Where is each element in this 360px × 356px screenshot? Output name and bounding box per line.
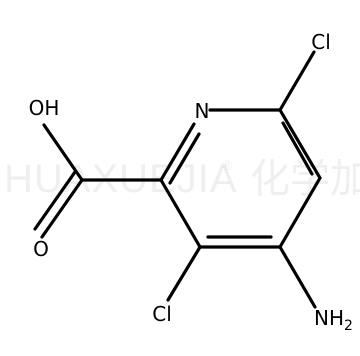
bond-c3-cl [166,245,202,302]
watermark-registered: ® [222,157,233,173]
bonds [33,50,322,309]
bond-c6-cl [278,50,316,112]
bond-c6-c5-inner [281,121,314,176]
bond-c5-c4 [278,176,322,249]
bond-c4-nh2 [278,245,317,309]
atom-nh2-subscript: 2 [344,318,353,334]
bond-c2-n-inner [168,132,201,185]
bond-c2-n [159,122,196,182]
atom-cl-top-label: Cl [311,30,331,54]
bond-c-oh [42,123,84,182]
atom-nh2-base: NH [314,306,344,330]
bond-c-o-double-1 [40,178,84,239]
atom-oh-label: OH [29,96,60,120]
bond-c3-c2 [159,178,202,249]
atom-nh2-label: NH2 [314,306,353,334]
atom-cl-bottom-label: Cl [152,302,172,326]
atom-o-label: O [33,237,49,261]
bond-c6-c5 [278,108,322,180]
atom-labels: OH O N Cl Cl NH2 [29,30,353,334]
atom-n-label: N [195,99,210,123]
bond-c-o-double-2 [33,170,77,231]
